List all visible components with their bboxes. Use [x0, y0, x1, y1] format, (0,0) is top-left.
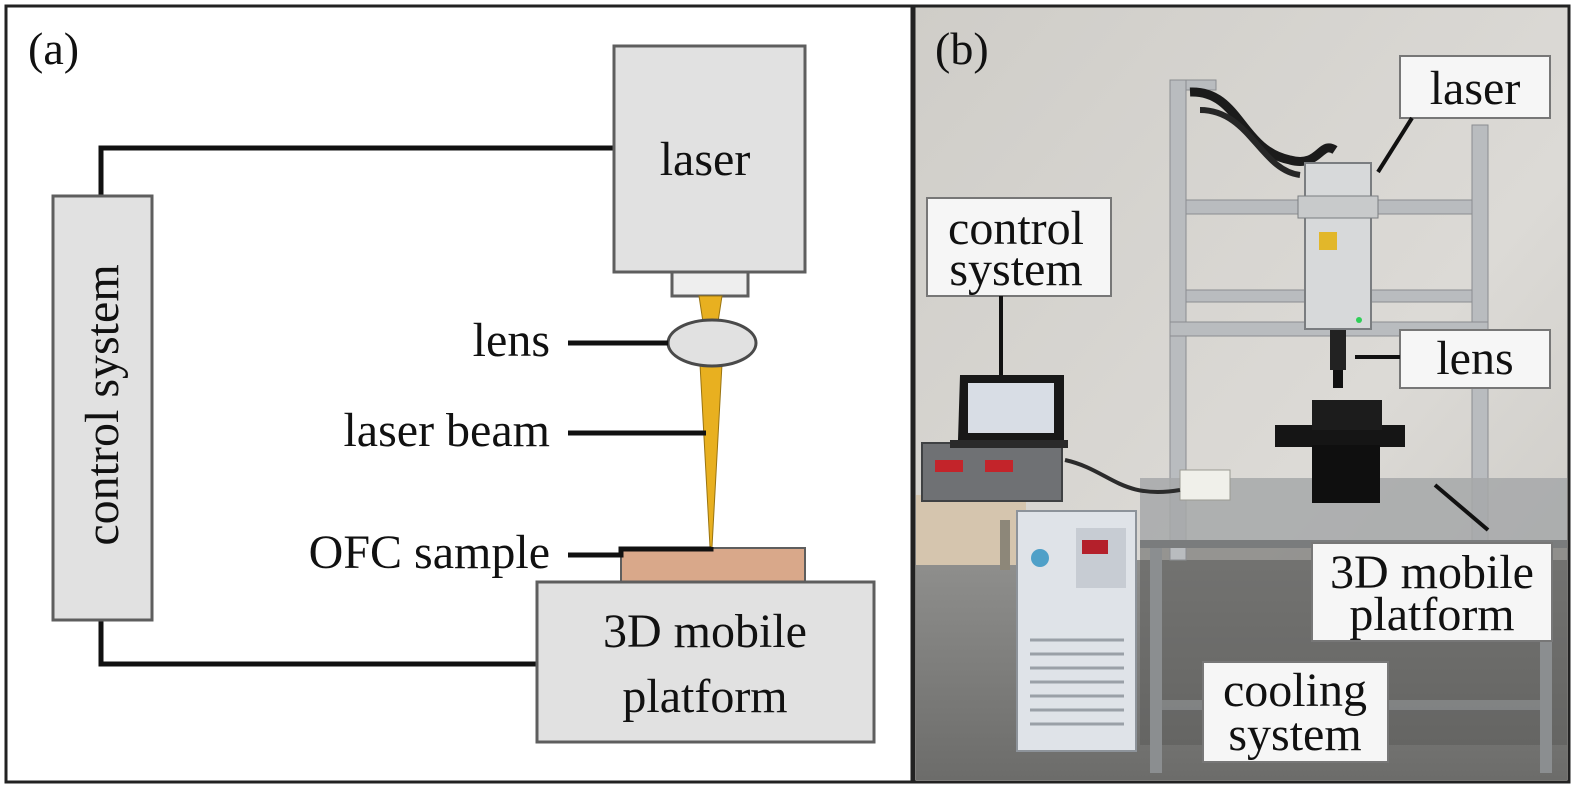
controller-display [935, 460, 963, 472]
lens-label-box-b [1399, 329, 1551, 389]
cooling-logo [1031, 549, 1049, 567]
beam-upper [698, 295, 723, 323]
control-label-b-line2: system [949, 243, 1082, 296]
platform-label-line1: 3D mobile [603, 605, 807, 658]
platform-label-box-b [1311, 542, 1553, 642]
laser-leader-b [1376, 116, 1414, 174]
lens-assembly [1330, 330, 1346, 370]
laptop-screen-content [968, 383, 1054, 433]
control-system-box [51, 194, 154, 622]
panel-b-tag: (b) [935, 23, 989, 74]
mobile-platform [1275, 400, 1405, 503]
platform-label-line2: platform [622, 670, 787, 723]
lens-tip [1333, 370, 1343, 388]
cooling-vents [1030, 638, 1124, 726]
panel-b: (b) laser control system lens 3D mobile … [912, 4, 1571, 784]
laser-label-box-b [1399, 55, 1551, 119]
desk-leg [1000, 520, 1010, 570]
platform-box [535, 580, 876, 744]
laser-label: laser [660, 133, 751, 186]
wire-control-to-laser [98, 145, 614, 196]
laser-head-top [1297, 195, 1379, 219]
cooling-label-box-b [1202, 661, 1389, 763]
panel-a-tag: (a) [28, 23, 79, 74]
laptop-base [950, 440, 1068, 448]
panel-a: (a) control system laser 3D mobile platf… [4, 4, 914, 784]
ofc-sample-label: OFC sample [309, 526, 550, 579]
laser-nozzle [670, 270, 750, 298]
lens-label: lens [473, 314, 550, 367]
laser-cables-2 [1199, 107, 1301, 178]
laser-indicator [1356, 317, 1362, 323]
laser-warning-sticker [1319, 232, 1337, 250]
lens-shape [666, 318, 758, 368]
cooling-display [1082, 540, 1108, 554]
control-system-label: control system [76, 264, 129, 545]
cooling-panel [1076, 528, 1126, 588]
sample-leader [568, 546, 714, 558]
laser-beam-label: laser beam [343, 404, 550, 457]
control-label-box-b [926, 197, 1112, 297]
power-strip [1179, 469, 1231, 501]
platform-label-b-line2: platform [1349, 588, 1514, 641]
wire-control-to-platform [98, 620, 537, 667]
platform-label-b-line1: 3D mobile [1330, 546, 1534, 599]
platform-leader-b [1433, 483, 1490, 532]
cooling-label-b-line1: cooling [1223, 664, 1367, 717]
control-label-b-line1: control [948, 202, 1084, 255]
ofc-sample [620, 547, 806, 583]
laser-box [612, 44, 807, 274]
cooling-label-b-line2: system [1228, 708, 1361, 761]
controller-display-2 [985, 460, 1013, 472]
laser-cables [1189, 87, 1338, 166]
control-cables [1064, 458, 1181, 494]
laser-label-b: laser [1430, 62, 1521, 115]
lens-label-b: lens [1436, 332, 1513, 385]
laser-head [1304, 162, 1372, 330]
